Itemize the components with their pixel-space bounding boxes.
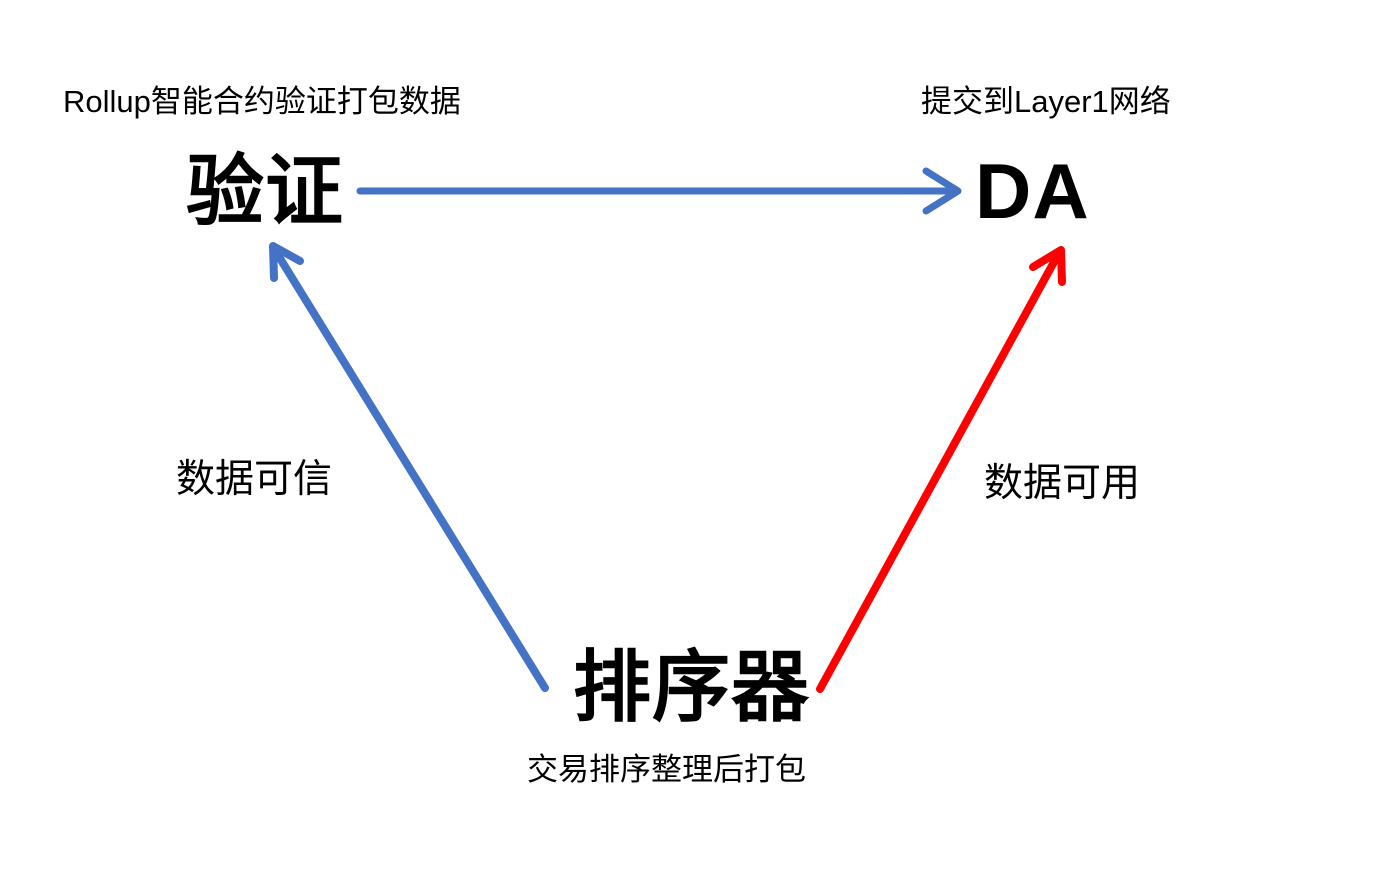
arrow-verify-to-da: [356, 167, 962, 215]
arrow-sequencer-to-verify-head: [269, 242, 304, 282]
sequencer-node-label: 排序器: [573, 643, 811, 731]
edge-label-data-available: 数据可用: [984, 462, 1141, 505]
arrow-verify-to-da-head: [922, 167, 962, 215]
edge-label-data-trusted: 数据可信: [176, 458, 333, 501]
arrow-sequencer-to-da: [816, 246, 1066, 693]
verify-node-caption: Rollup智能合约验证打包数据: [63, 84, 461, 119]
sequencer-node-caption: 交易排序整理后打包: [527, 752, 806, 787]
arrow-sequencer-to-verify: [269, 242, 549, 692]
arrow-sequencer-to-da-head: [1029, 246, 1066, 286]
da-node-caption: 提交到Layer1网络: [921, 84, 1171, 119]
verify-node-label: 验证: [186, 147, 345, 235]
da-node-label: DA: [975, 147, 1090, 235]
arrow-sequencer-to-verify-shaft: [269, 243, 549, 692]
arrow-sequencer-to-da-shaft: [816, 247, 1064, 693]
